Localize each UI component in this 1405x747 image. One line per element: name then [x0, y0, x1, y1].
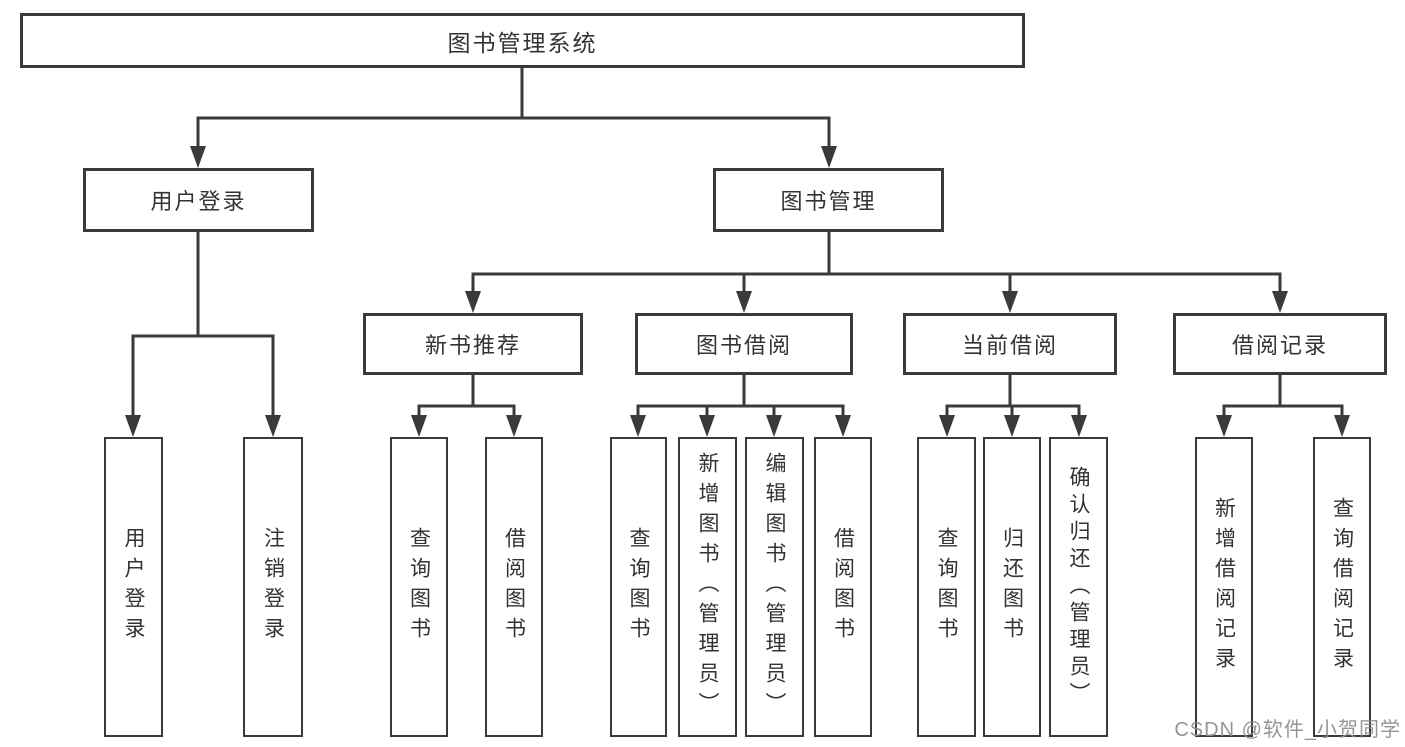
arrowhead	[766, 415, 782, 437]
node-leaf-current-return: 归还图书	[983, 437, 1041, 737]
node-label: 用户登录	[150, 189, 247, 214]
arrowhead	[411, 415, 427, 437]
node-label: 借阅图书	[502, 527, 526, 647]
node-book-borrow: 图书借阅	[635, 313, 853, 375]
node-leaf-current-query: 查询图书	[917, 437, 976, 737]
node-leaf-record-add: 新增借阅记录	[1195, 437, 1253, 737]
node-label: 注销登录	[261, 527, 285, 647]
arrowhead	[1272, 291, 1288, 313]
arrowhead	[1004, 415, 1020, 437]
node-borrow-record: 借阅记录	[1173, 313, 1387, 375]
arrowhead	[1071, 415, 1087, 437]
node-label: 当前借阅	[961, 333, 1058, 358]
arrowhead	[506, 415, 522, 437]
arrowhead	[265, 415, 281, 437]
node-leaf-borrow-borrow: 借阅图书	[814, 437, 872, 737]
node-root-system: 图书管理系统	[20, 13, 1025, 68]
csdn-watermark: CSDN @软件_小贺同学	[1174, 719, 1401, 741]
node-label: 新书推荐	[424, 333, 521, 358]
arrowhead	[939, 415, 955, 437]
arrowhead	[1002, 291, 1018, 313]
node-leaf-record-query: 查询借阅记录	[1313, 437, 1371, 737]
node-label: 查询借阅记录	[1330, 497, 1354, 677]
arrowhead	[630, 415, 646, 437]
node-leaf-borrow-add-admin: 新增图书（管理员）	[678, 437, 737, 737]
node-label: 借阅图书	[831, 527, 855, 647]
node-label: 用户登录	[122, 527, 145, 647]
node-book-management: 图书管理	[713, 168, 944, 232]
node-label: 查询图书	[407, 527, 431, 647]
node-leaf-borrow-edit-admin: 编辑图书（管理员）	[745, 437, 804, 737]
node-label: 新增借阅记录	[1212, 497, 1236, 677]
node-current-borrow: 当前借阅	[903, 313, 1117, 375]
arrowhead	[465, 291, 481, 313]
arrowhead	[835, 415, 851, 437]
node-leaf-logout: 注销登录	[243, 437, 303, 737]
node-new-book-recommend: 新书推荐	[363, 313, 583, 375]
arrowhead	[125, 415, 141, 437]
arrowhead	[736, 291, 752, 313]
arrowhead	[1216, 415, 1232, 437]
arrowhead	[821, 146, 837, 168]
node-label: 图书借阅	[695, 333, 792, 358]
node-label: 图书管理系统	[447, 29, 598, 56]
arrowhead	[190, 146, 206, 168]
node-label: 借阅记录	[1231, 333, 1328, 358]
node-leaf-current-confirm-admin: 确认归还（管理员）	[1049, 437, 1108, 737]
node-label: 编辑图书（管理员）	[763, 452, 786, 722]
node-user-login: 用户登录	[83, 168, 314, 232]
node-label: 查询图书	[935, 527, 958, 647]
arrowhead	[699, 415, 715, 437]
node-label: 图书管理	[780, 189, 877, 214]
node-leaf-newbook-query: 查询图书	[390, 437, 448, 737]
node-label: 确认归还（管理员）	[1067, 465, 1090, 709]
node-leaf-user-login: 用户登录	[104, 437, 163, 737]
node-leaf-newbook-borrow: 借阅图书	[485, 437, 543, 737]
node-label: 查询图书	[627, 527, 650, 647]
node-leaf-borrow-query: 查询图书	[610, 437, 667, 737]
node-label: 新增图书（管理员）	[696, 452, 719, 722]
node-label: 归还图书	[1000, 527, 1024, 647]
arrowhead	[1334, 415, 1350, 437]
